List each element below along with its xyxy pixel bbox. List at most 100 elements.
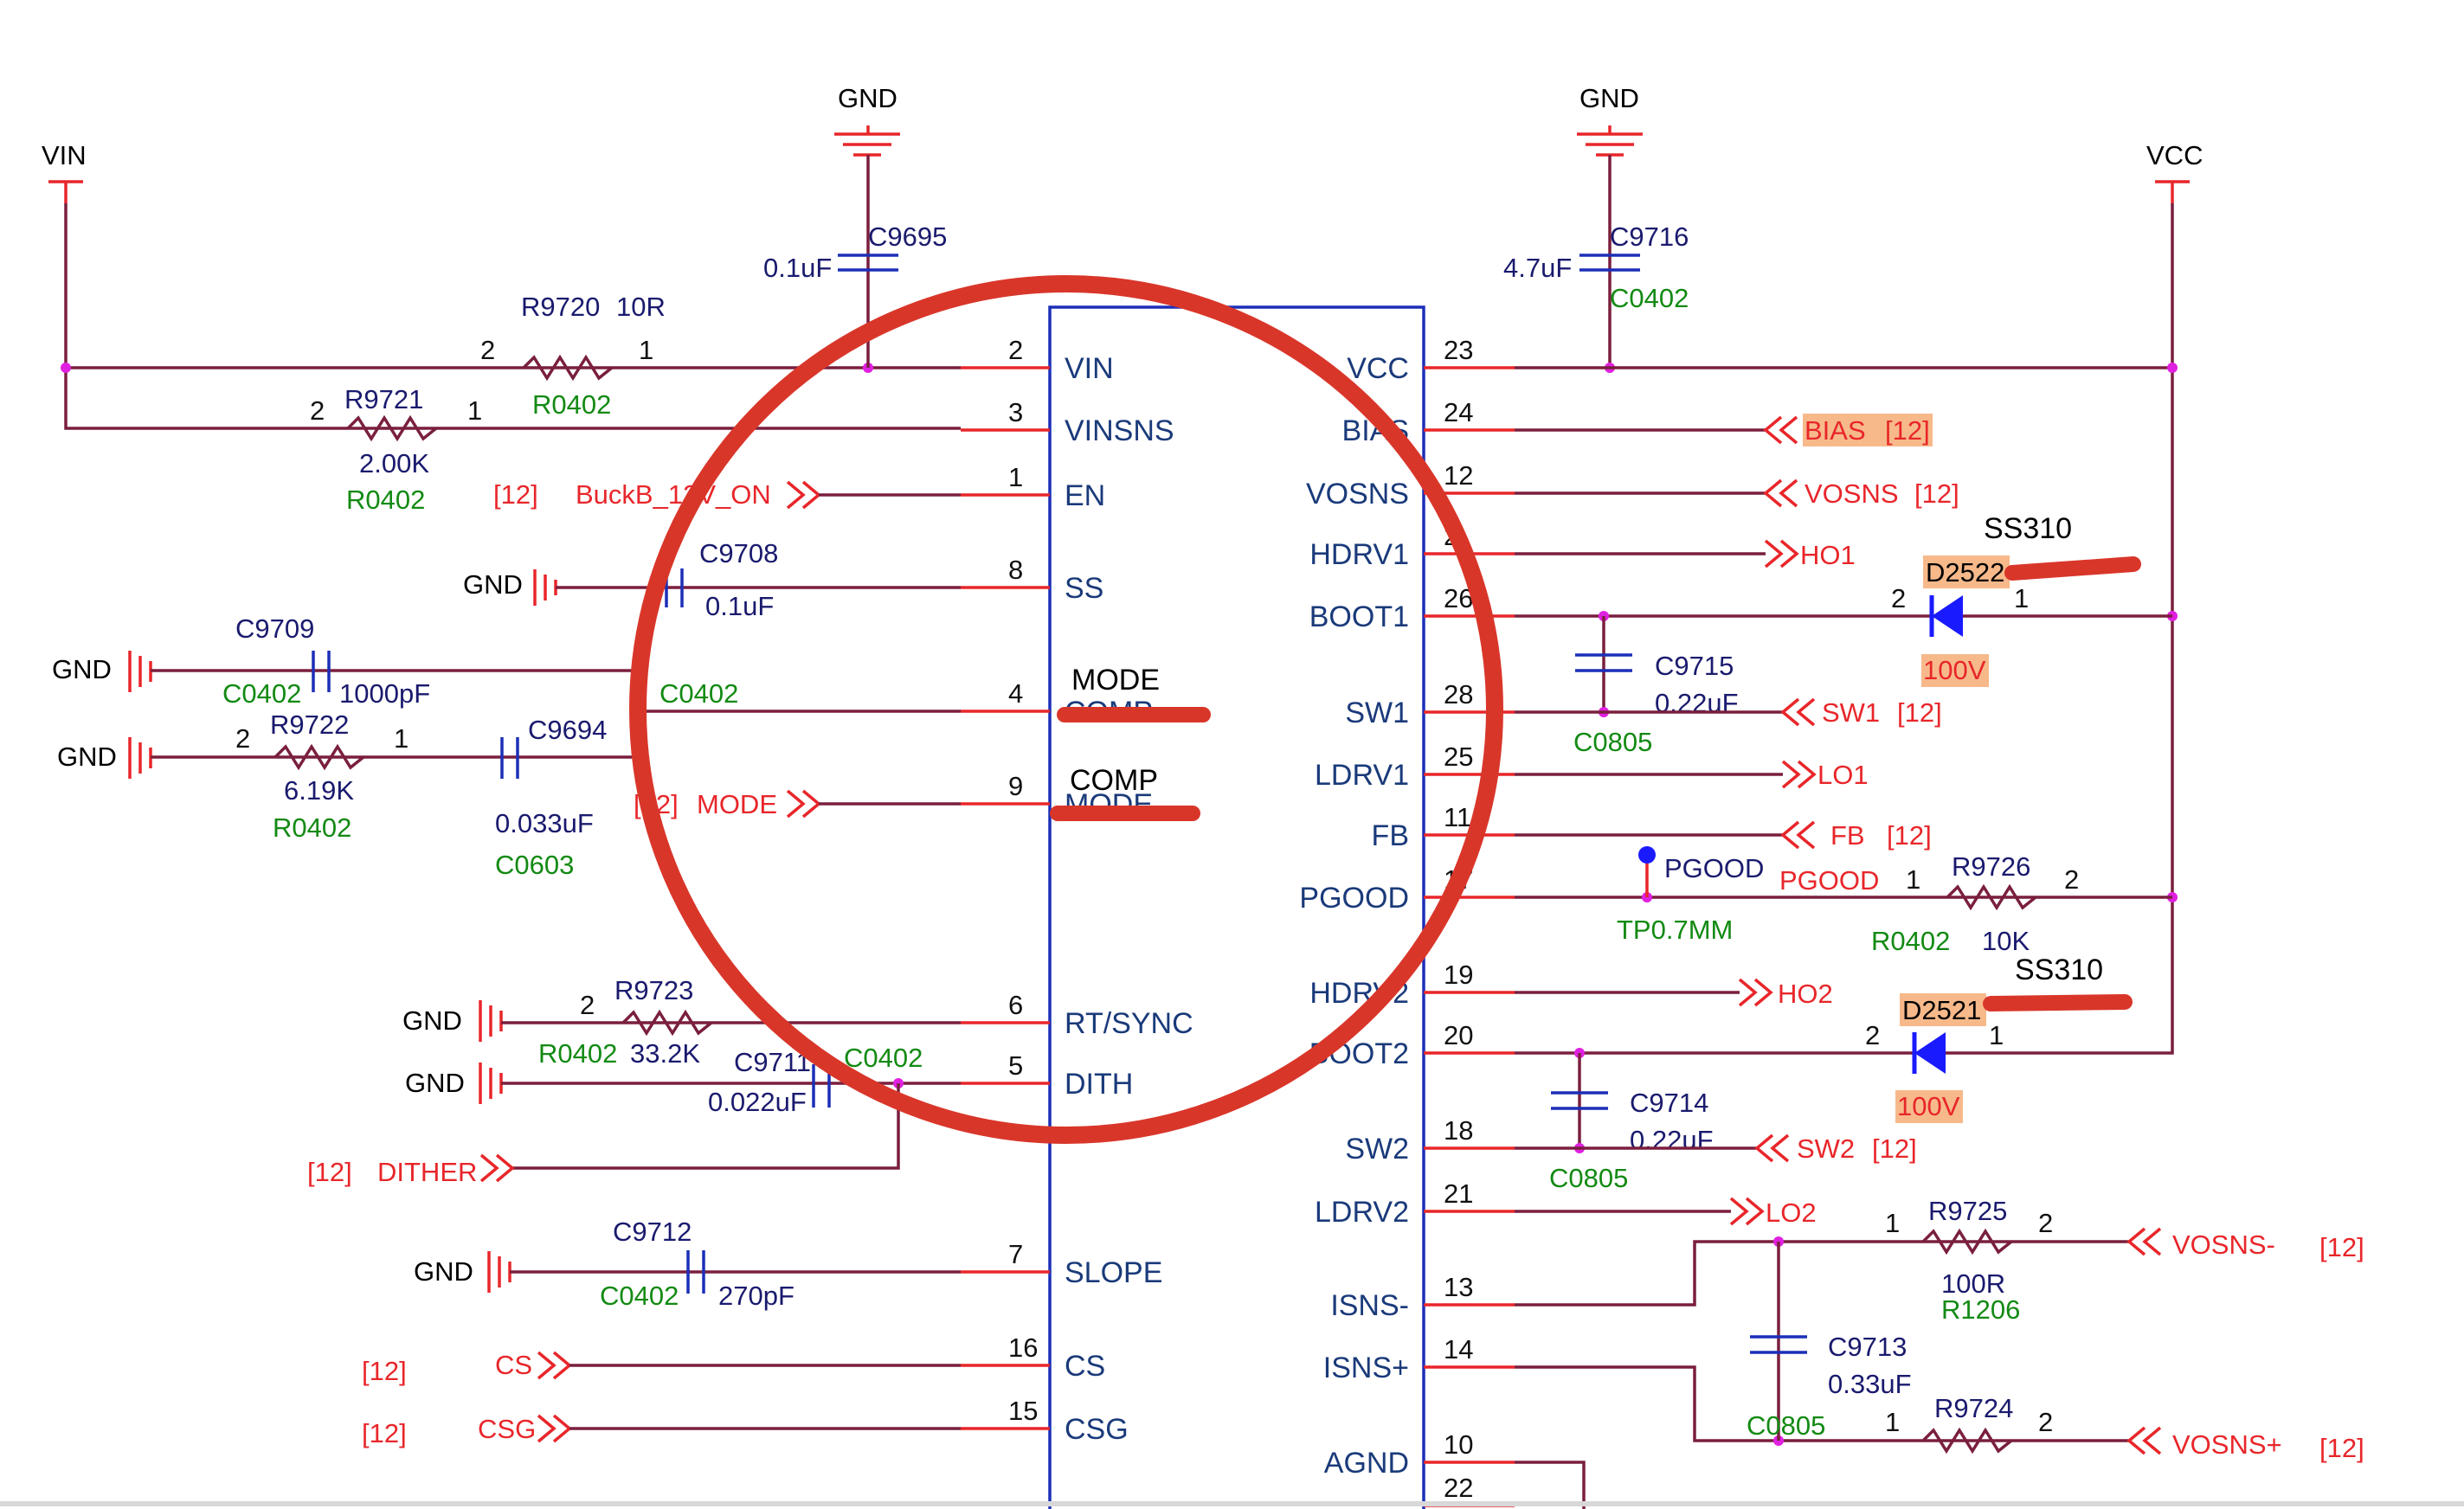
capacitor-c9695[interactable]: C9695 0.1uF — [763, 222, 947, 283]
gnd-port-comp[interactable]: GND — [52, 651, 152, 692]
resistor-r9722[interactable]: R9722 6.19K R0402 2 1 — [235, 710, 409, 843]
net-buckb-12v-on[interactable]: [12] BuckB_12V_ON — [493, 479, 821, 510]
net-vosns-plus[interactable]: VOSNS+ [12] — [2126, 1426, 2364, 1463]
net-sw1[interactable]: SW1 [12] — [1780, 697, 1942, 728]
capacitor-c9694[interactable]: C9694 0.033uF C0603 — [495, 715, 607, 880]
svg-text:1: 1 — [1906, 864, 1920, 895]
net-vosns[interactable]: VOSNS [12] — [1763, 478, 1959, 509]
net-lo1[interactable]: LO1 — [1781, 760, 1869, 790]
svg-text:10R: 10R — [616, 292, 666, 322]
gnd-port-c9695[interactable]: GND — [834, 83, 900, 157]
svg-text:4.7uF: 4.7uF — [1503, 253, 1572, 283]
pin-name: SS — [1065, 572, 1103, 605]
vcc-power-port[interactable]: VCC — [2146, 140, 2203, 203]
net-lo2[interactable]: LO2 — [1729, 1197, 1817, 1228]
overlay-mode-label: MODE — [1071, 664, 1160, 697]
svg-text:GND: GND — [405, 1068, 465, 1098]
gnd-port-rt[interactable]: GND — [402, 1000, 503, 1042]
net-ho2[interactable]: HO2 — [1738, 978, 1833, 1009]
pin-number: 15 — [1008, 1396, 1038, 1426]
capacitor-c9711[interactable]: C9711 C0402 0.022uF — [708, 1043, 923, 1117]
resistor-r9721[interactable]: R9721 2.00K R0402 2 1 — [310, 384, 482, 515]
pin-name: VIN — [1065, 352, 1114, 385]
net-csg[interactable]: [12] CSG — [362, 1414, 572, 1448]
svg-text:2: 2 — [1865, 1020, 1880, 1050]
capacitor-c9712[interactable]: C9712 C0402 270pF — [600, 1217, 795, 1311]
pin-number: 25 — [1444, 742, 1473, 772]
capacitor-c9708[interactable]: C9708 0.1uF — [665, 538, 778, 621]
gnd-port-r9722[interactable]: GND — [57, 737, 152, 779]
svg-text:2: 2 — [2038, 1208, 2053, 1238]
testpoint-pgood[interactable]: PGOOD TP0.7MM — [1617, 846, 1764, 945]
svg-text:C0402: C0402 — [844, 1043, 923, 1073]
svg-text:C9695: C9695 — [868, 222, 947, 252]
ic-body[interactable] — [1048, 305, 1425, 1509]
gnd-port-c9716[interactable]: GND — [1577, 83, 1643, 157]
c0402-label: C0402 — [659, 678, 738, 709]
net-pgood-label: PGOOD — [1779, 865, 1879, 896]
ic-pin-right[interactable]: 22 — [1424, 1473, 1515, 1507]
ic-pin-left[interactable]: 1EN — [961, 462, 1105, 512]
net-sw2[interactable]: SW2 [12] — [1754, 1133, 1917, 1164]
capacitor-c9716[interactable]: C9716 4.7uF C0402 — [1503, 222, 1689, 313]
svg-text:PGOOD: PGOOD — [1664, 853, 1764, 883]
gnd-port-ss[interactable]: GND — [463, 569, 557, 606]
net-dither[interactable]: [12] DITHER — [307, 1153, 515, 1187]
svg-text:0.22uF: 0.22uF — [1630, 1125, 1714, 1155]
capacitor-c9714[interactable]: C9714 0.22uF C0805 — [1549, 1088, 1714, 1193]
pin-name: HDRV1 — [1309, 538, 1409, 571]
svg-text:BIAS: BIAS — [1805, 415, 1866, 446]
svg-text:R0402: R0402 — [346, 485, 425, 515]
diode-d2522[interactable]: SS310 D2522 100V 2 1 — [1891, 512, 2072, 687]
svg-text:[12]: [12] — [1897, 697, 1942, 728]
gnd-port-dith[interactable]: GND — [405, 1063, 503, 1104]
net-mode[interactable]: [12] MODE — [634, 789, 821, 819]
pin-name: SW1 — [1345, 697, 1409, 729]
resistor-r9725[interactable]: R9725 100R R1206 1 2 — [1885, 1196, 2053, 1325]
svg-text:SW1: SW1 — [1822, 697, 1880, 728]
svg-text:[12]: [12] — [362, 1418, 407, 1448]
ic-pin-left[interactable]: 6RT/SYNC — [961, 990, 1193, 1040]
svg-text:2: 2 — [580, 990, 595, 1020]
pin-name: RT/SYNC — [1065, 1007, 1193, 1040]
svg-text:HO2: HO2 — [1778, 979, 1833, 1009]
net-vosns-minus[interactable]: VOSNS- [12] — [2126, 1227, 2364, 1262]
resistor-r9720[interactable]: R9720 10R R0402 2 1 — [480, 292, 666, 420]
resistor-r9723[interactable]: R9723 R0402 33.2K 2 — [538, 975, 713, 1069]
ic-pin-left[interactable]: 8SS — [961, 555, 1103, 605]
svg-text:C0805: C0805 — [1747, 1410, 1825, 1441]
vin-power-port[interactable]: VIN — [42, 140, 87, 203]
gnd-port-slope[interactable]: GND — [414, 1251, 511, 1293]
resistor-r9726[interactable]: R9726 R0402 10K 1 2 — [1871, 851, 2079, 956]
capacitor-c9709[interactable]: C9709 C0402 1000pF — [222, 613, 430, 709]
capacitor-c9715[interactable]: C9715 0.22uF C0805 — [1573, 651, 1739, 757]
svg-text:GND: GND — [463, 569, 523, 600]
svg-text:R9726: R9726 — [1952, 851, 2030, 882]
net-fb[interactable]: FB [12] — [1780, 820, 1932, 851]
net-ho1[interactable]: HO1 — [1764, 539, 1856, 570]
isns-minus-wire — [1515, 1240, 2129, 1307]
diode-d2521[interactable]: SS310 D2521 100V 2 1 — [1865, 954, 2103, 1123]
net-bias[interactable]: BIAS [12] — [1763, 414, 1933, 446]
dither-wire — [511, 1083, 900, 1170]
capacitor-c9713[interactable]: C9713 0.33uF C0805 — [1747, 1332, 1912, 1441]
resistor-r9724[interactable]: R9724 1 2 — [1885, 1393, 2053, 1454]
net-cs[interactable]: [12] CS — [362, 1350, 572, 1386]
